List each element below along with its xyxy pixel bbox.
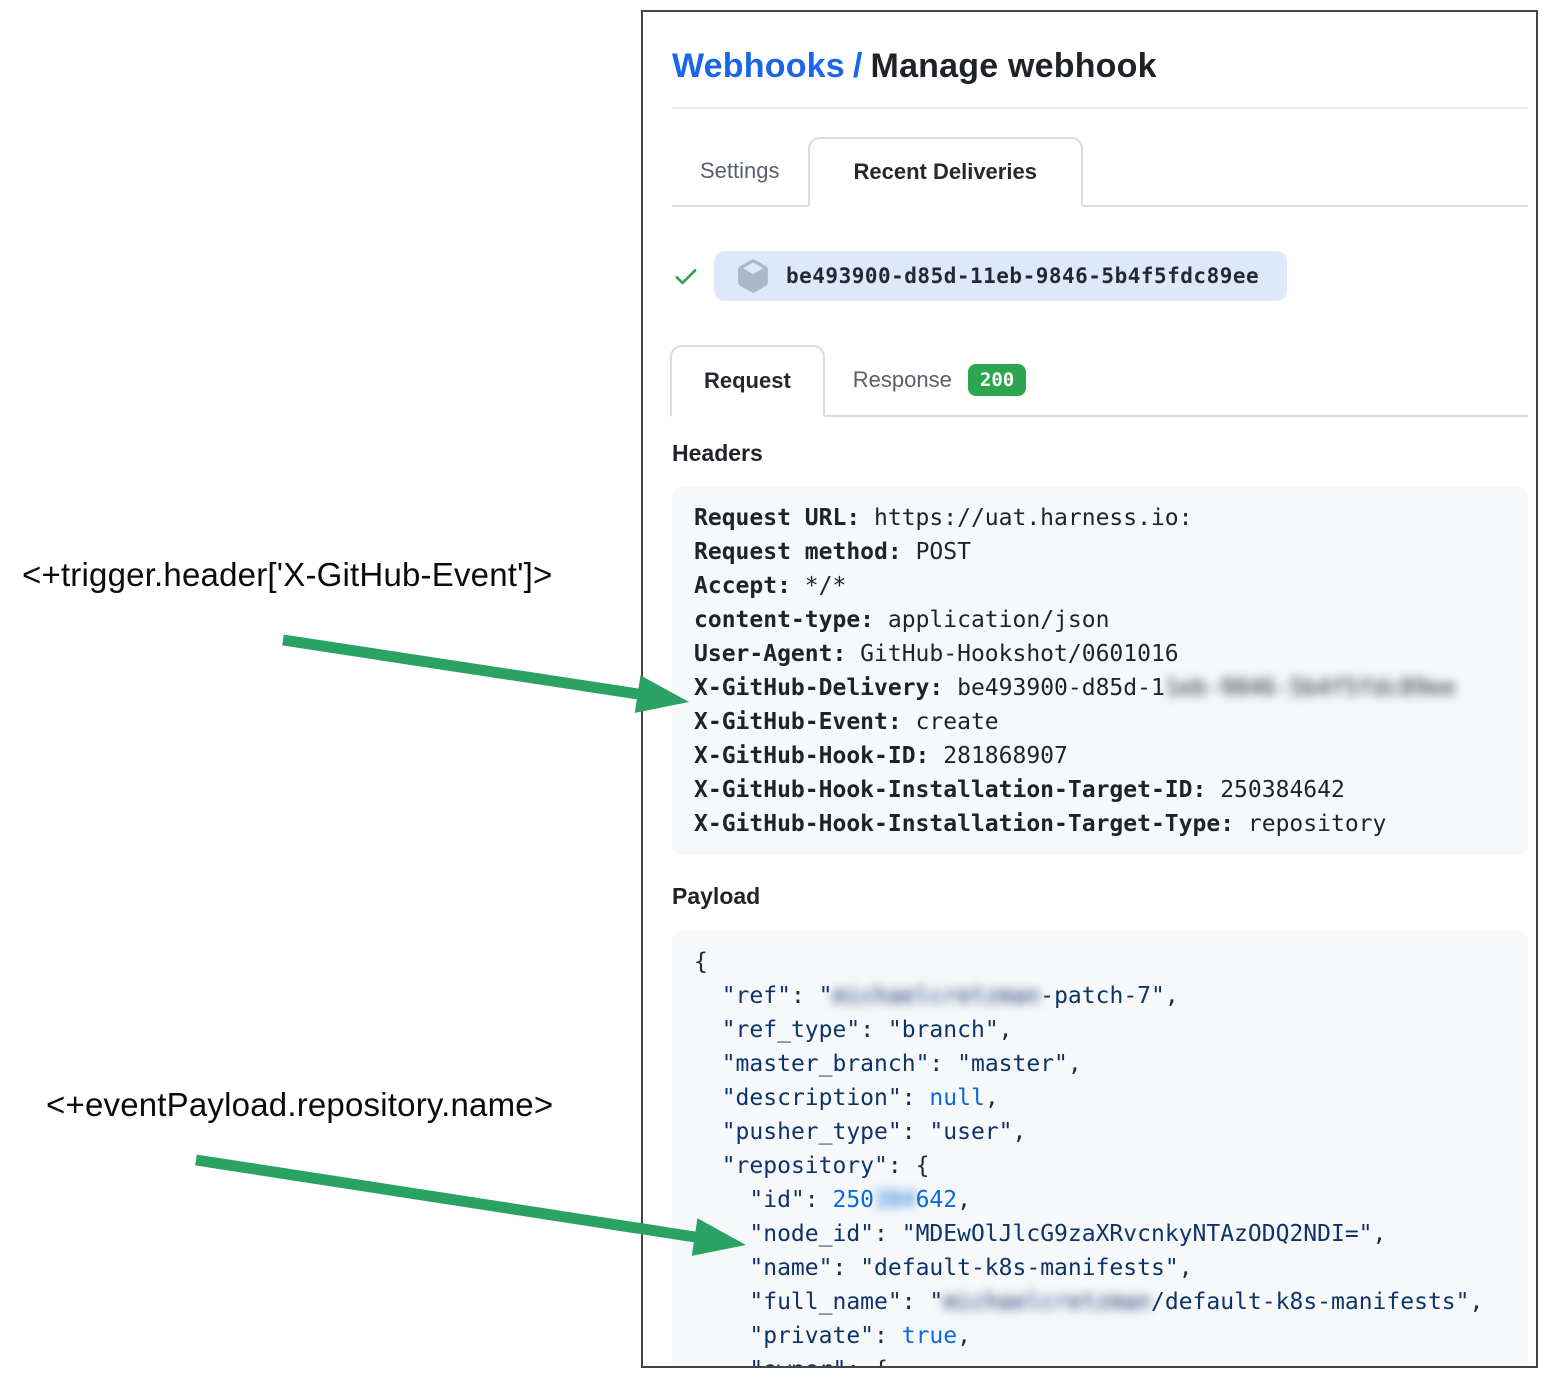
annotation-trigger-header-expression: <+trigger.header['X-GitHub-Event']> — [22, 556, 553, 593]
header-row: X-GitHub-Hook-Installation-Target-ID: 25… — [694, 777, 1345, 803]
header-row: X-GitHub-Hook-ID: 281868907 — [694, 743, 1068, 769]
annotation-event-payload-expression: <+eventPayload.repository.name> — [46, 1086, 554, 1123]
tab-response[interactable]: Response 200 — [825, 345, 1054, 415]
delivery-success-check-icon — [675, 269, 697, 285]
delivery-item[interactable]: be493900-d85d-11eb-9846-5b4f5fdc89ee — [714, 251, 1288, 301]
package-icon — [738, 259, 768, 293]
header-row: User-Agent: GitHub-Hookshot/0601016 — [694, 641, 1179, 667]
headers-section-heading: Headers — [672, 440, 763, 466]
tab-response-label: Response — [852, 367, 952, 392]
payload-section-heading: Payload — [672, 883, 761, 909]
webhook-tabs: Settings Recent Deliveries — [672, 137, 1528, 207]
delivery-row: be493900-d85d-11eb-9846-5b4f5fdc89ee — [672, 251, 1528, 301]
response-status-badge: 200 — [967, 364, 1027, 396]
payload-line: "description": null, — [721, 1085, 999, 1111]
payload-line: "id": 250384642, — [749, 1187, 971, 1213]
headers-box: Request URL: https://uat.harness.io: Requ… — [672, 487, 1528, 855]
tab-request[interactable]: Request — [670, 345, 825, 417]
manage-webhook-panel: Webhooks/Manage webhook Settings Recent … — [641, 10, 1538, 1368]
payload-line: "name": "default-k8s-manifests", — [749, 1255, 1193, 1281]
payload-line: "full_name": "michaelcretzman/default-k8… — [749, 1289, 1484, 1315]
payload-line: "owner": { — [694, 1353, 1510, 1366]
header-row: Request method: POST — [694, 539, 971, 565]
header-row: X-GitHub-Delivery: be493900-d85d-11eb-98… — [694, 675, 1456, 701]
payload-line: "ref_type": "branch", — [721, 1017, 1013, 1043]
payload-line: "repository": { — [721, 1153, 930, 1179]
payload-line: "ref": "michaelcretzman-patch-7", — [721, 983, 1179, 1009]
header-row: content-type: application/json — [694, 607, 1110, 633]
payload-line: "private": true, — [749, 1323, 971, 1349]
breadcrumb-separator: / — [852, 47, 863, 85]
header-row: X-GitHub-Event: create — [694, 709, 999, 735]
header-row: Accept: */* — [694, 573, 847, 599]
breadcrumb-webhooks-link[interactable]: Webhooks — [672, 47, 845, 85]
payload-box: { "ref": "michaelcretzman-patch-7", "ref… — [672, 931, 1528, 1366]
request-response-tabs: Request Response 200 — [670, 345, 1528, 417]
payload-line: "pusher_type": "user", — [721, 1119, 1027, 1145]
tab-recent-deliveries[interactable]: Recent Deliveries — [807, 137, 1083, 207]
payload-line: { — [694, 949, 708, 975]
page-title: Webhooks/Manage webhook — [672, 42, 1528, 90]
delivery-guid: be493900-d85d-11eb-9846-5b4f5fdc89ee — [786, 264, 1260, 288]
arrow-to-x-github-event — [282, 634, 689, 713]
page-title-text: Manage webhook — [870, 47, 1157, 85]
header-row: Request URL: https://uat.harness.io: — [694, 505, 1193, 531]
header-row: X-GitHub-Hook-Installation-Target-Type: … — [694, 811, 1387, 837]
tab-settings[interactable]: Settings — [700, 158, 780, 183]
title-divider — [672, 107, 1528, 109]
payload-line: "master_branch": "master", — [721, 1051, 1082, 1077]
payload-line: "node_id": "MDEwOlJlcG9zaXRvcnkyNTAzODQ2… — [749, 1221, 1387, 1247]
